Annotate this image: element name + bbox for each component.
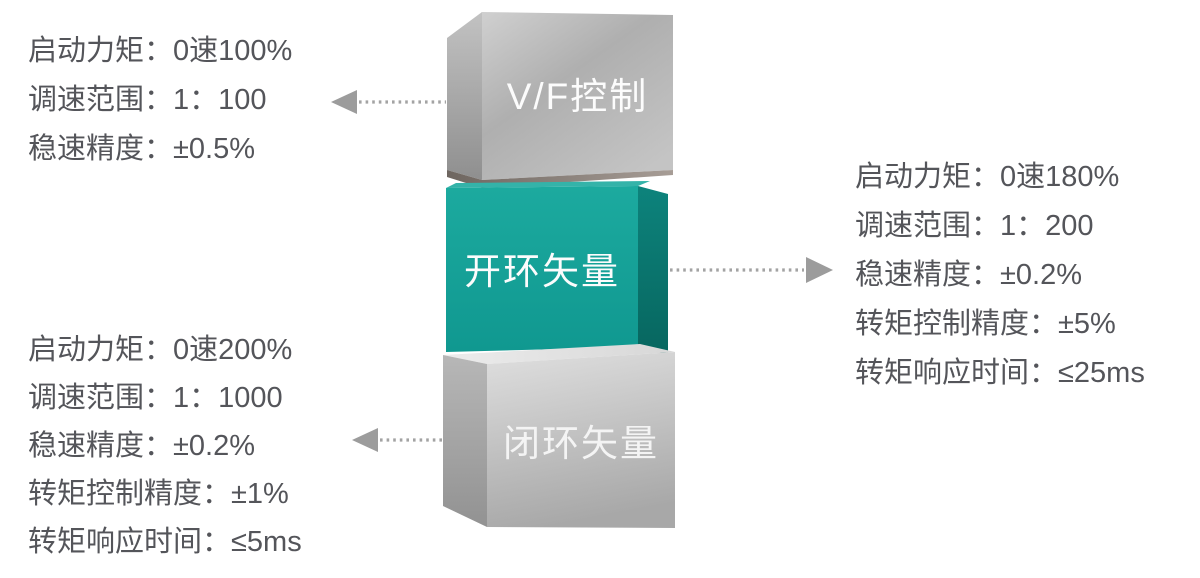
closed-loop-block-label: 闭环矢量 <box>503 423 659 464</box>
spec-line: 稳速精度：±0.2% <box>28 430 256 462</box>
spec-line: 转矩控制精度：±5% <box>855 308 1116 340</box>
spec-line: 调速范围：1：1000 <box>28 382 283 414</box>
spec-line: 启动力矩：0速100% <box>28 35 293 67</box>
spec-line: 转矩响应时间：≤25ms <box>855 357 1145 389</box>
spec-line: 启动力矩：0速200% <box>28 334 293 366</box>
arrow-left-top-icon <box>331 90 357 114</box>
spec-line: 转矩响应时间：≤5ms <box>28 526 302 558</box>
spec-line: 调速范围：1：100 <box>28 84 267 116</box>
vf-block-front-face <box>482 12 673 180</box>
spec-line: 稳速精度：±0.2% <box>855 259 1083 291</box>
spec-line: 转矩控制精度：±1% <box>28 478 289 510</box>
vf-block-label: V/F控制 <box>506 76 649 117</box>
closed-loop-block-left-face <box>443 355 487 527</box>
open-loop-block-top-face <box>446 181 650 188</box>
vf-block-left-face <box>447 12 482 180</box>
spec-line: 稳速精度：±0.5% <box>28 133 256 165</box>
open-loop-spec-list: 启动力矩：0速180% 调速范围：1：200 稳速精度：±0.2% 转矩控制精度… <box>855 153 1145 398</box>
open-loop-block-front-face <box>446 186 638 352</box>
vf-spec-list: 启动力矩：0速100% 调速范围：1：100 稳速精度：±0.5% <box>28 27 292 174</box>
closed-loop-block-top-face <box>443 344 675 364</box>
open-loop-block-label: 开环矢量 <box>464 251 620 292</box>
arrow-right-icon <box>806 257 833 283</box>
open-loop-block-right-face <box>638 186 668 355</box>
spec-line: 调速范围：1：200 <box>855 210 1094 242</box>
closed-loop-block-front-face <box>487 352 675 528</box>
arrow-left-bottom-icon <box>352 428 378 452</box>
closed-loop-spec-list: 启动力矩：0速200% 调速范围：1：1000 稳速精度：±0.2% 转矩控制精… <box>28 326 302 566</box>
spec-line: 启动力矩：0速180% <box>855 161 1120 193</box>
